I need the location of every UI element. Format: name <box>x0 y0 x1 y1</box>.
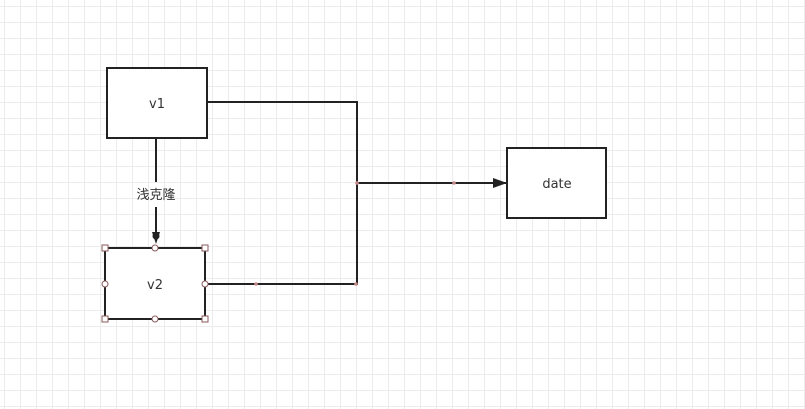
resize-handle-bottom-left[interactable] <box>101 315 109 323</box>
resize-handle-top-right[interactable] <box>201 244 209 252</box>
node-v1[interactable]: v1 <box>106 67 208 139</box>
edge-endpoint-handle[interactable] <box>152 232 160 240</box>
node-v2[interactable]: v2 <box>104 247 206 320</box>
node-v1-label: v1 <box>149 97 165 112</box>
waypoint-dot[interactable] <box>254 282 258 286</box>
edge-v1-to-date[interactable] <box>207 101 358 183</box>
resize-handle-bottom-right[interactable] <box>201 315 209 323</box>
selection-handles[interactable] <box>101 244 209 323</box>
resize-handle-top-left[interactable] <box>101 244 109 252</box>
waypoint-dot[interactable] <box>354 282 358 286</box>
edge-label-clone: 浅克隆 <box>136 188 175 203</box>
waypoint-dot[interactable] <box>355 181 359 185</box>
waypoint-dot[interactable] <box>452 181 456 185</box>
node-date[interactable]: date <box>506 147 607 219</box>
edge-v1-to-v2[interactable] <box>152 138 160 244</box>
node-date-label: date <box>542 177 571 192</box>
resize-handle-bottom[interactable] <box>151 315 159 323</box>
resize-handle-right[interactable] <box>201 280 209 288</box>
resize-handle-top[interactable] <box>151 244 159 252</box>
node-v2-label: v2 <box>147 278 163 293</box>
resize-handle-left[interactable] <box>101 280 109 288</box>
edge-v2-to-date[interactable] <box>206 183 358 285</box>
